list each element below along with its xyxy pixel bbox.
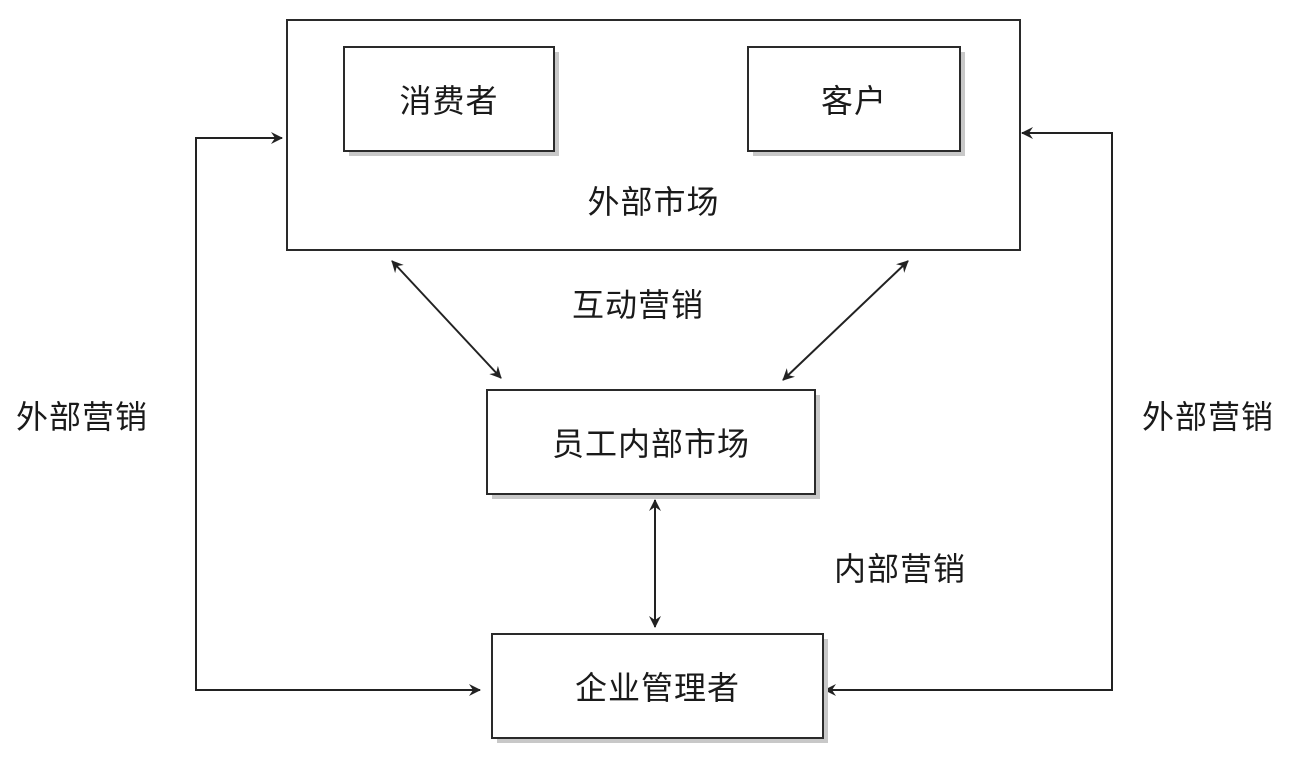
external-marketing-left-label: 外部营销 (16, 398, 149, 436)
consumer-box: 消费者 (343, 46, 555, 152)
external-marketing-right-line (824, 127, 1113, 696)
interactive-marketing-left-arrow (391, 260, 502, 379)
enterprise-manager-box: 企业管理者 (491, 633, 824, 739)
employee-internal-market-label: 员工内部市场 (551, 425, 750, 463)
customer-box: 客户 (747, 46, 961, 152)
interactive-marketing-label: 互动营销 (572, 286, 705, 324)
external-marketing-left-line (195, 132, 481, 696)
external-market-label: 外部市场 (587, 183, 720, 221)
interactive-marketing-right-arrow (782, 260, 909, 381)
customer-label: 客户 (820, 82, 887, 120)
internal-marketing-label: 内部营销 (834, 550, 967, 588)
enterprise-manager-label: 企业管理者 (574, 669, 740, 707)
employee-internal-market-box: 员工内部市场 (486, 389, 816, 495)
consumer-label: 消费者 (399, 82, 499, 120)
external-marketing-right-label: 外部营销 (1142, 398, 1275, 436)
